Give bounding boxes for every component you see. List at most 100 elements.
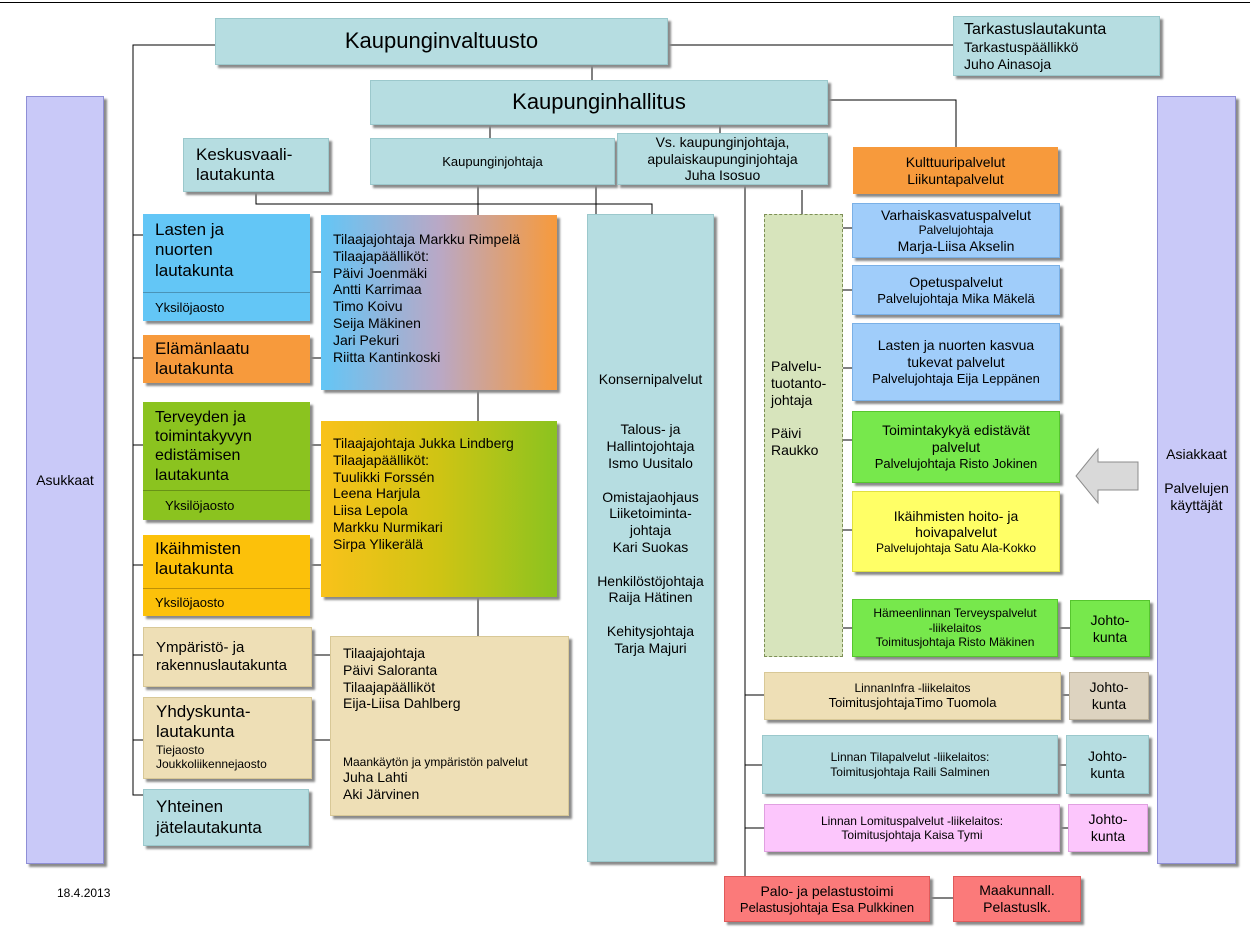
board-label-4: Johto- kunta <box>1068 804 1148 852</box>
production-line-6: Raukko <box>771 441 819 458</box>
health-sub-label: Yksilöjaosto <box>165 498 235 513</box>
connector-election <box>255 192 653 214</box>
s4-line-2: palvelut <box>931 439 981 456</box>
e2-line-1: LinnanInfra -liikelaitos <box>854 681 971 695</box>
s1-line-1: Varhaiskasvatuspalvelut <box>881 206 1031 223</box>
p2-line-4: Leena Harjula <box>333 485 421 502</box>
service-functional-capacity: Toimintakykyä edistävät palvelut Palvelu… <box>852 411 1060 483</box>
culture-line-1: Kulttuuripalvelut <box>905 153 1006 170</box>
audit-person: Juho Ainasoja <box>964 55 1052 72</box>
connector-board-culture <box>828 99 957 147</box>
group-line-14: Raija Hätinen <box>608 589 693 606</box>
deputy-line-3: Juha Isosuo <box>684 167 761 184</box>
e3-line-2: Toimitusjohtaja Raili Salminen <box>830 764 990 779</box>
p3b-line-1: Maankäytön ja ympäristön palvelut <box>343 755 528 769</box>
group-line-12 <box>649 556 653 573</box>
board4-line-1: Johto- <box>1088 811 1128 828</box>
service-child-growth: Lasten ja nuorten kasvua tukevat palvelu… <box>852 323 1060 401</box>
community-line-1: Yhdyskunta- <box>156 702 251 721</box>
group-line-8: Omistajaohjaus <box>602 488 699 505</box>
p1-line-5: Timo Koivu <box>333 298 403 315</box>
board2-line-2: kunta <box>1091 696 1127 712</box>
board1-line-2: kunta <box>1092 628 1128 645</box>
board1-line-1: Johto- <box>1090 611 1130 628</box>
board2-line-1: Johto- <box>1089 679 1129 696</box>
election-line-2: lautakunta <box>196 165 275 184</box>
community-line-2: lautakunta <box>156 722 235 742</box>
e2-line-2: ToimitusjohtajaTimo Tuomola <box>828 695 997 711</box>
enterprise-facilities: Linnan Tilapalvelut -liikelaitos: Toimit… <box>762 735 1058 794</box>
culture-box: Kulttuuripalvelut Liikuntapalvelut <box>853 147 1058 194</box>
production-line-3: johtaja <box>771 391 813 408</box>
group-services-box: Konsernipalvelut Talous- ja Hallintojoht… <box>587 214 714 862</box>
rescue-line-1: Palo- ja pelastustoimi <box>760 882 894 899</box>
p2-line-7: Sirpa Ylikerälä <box>333 535 424 552</box>
production-line-4 <box>771 408 775 425</box>
mayor-box: Kaupunginjohtaja <box>370 138 615 185</box>
p3b-line-3: Aki Järvinen <box>343 786 420 803</box>
s2-line-2: Palvelujohtaja Mika Mäkelä <box>877 290 1035 306</box>
elderly-sub-label: Yksilöjaosto <box>155 595 225 610</box>
board-label-2: Johto- kunta <box>1069 672 1149 720</box>
production-line-5: Päivi <box>771 425 802 442</box>
s5-line-1: Ikäihmisten hoito- ja <box>893 507 1019 524</box>
group-line-5: Hallintojohtaja <box>606 438 695 455</box>
production-line-2: tuotanto- <box>771 374 827 391</box>
p2-line-2: Tilaajapäälliköt: <box>333 451 429 468</box>
rescue-line-2: Pelastusjohtaja Esa Pulkkinen <box>739 899 915 915</box>
p1-line-2: Tilaajapäälliköt: <box>333 247 429 264</box>
children-subcommittee: Yksilöjaosto <box>143 292 310 321</box>
p2-line-6: Markku Nurmikari <box>333 518 443 535</box>
health-line-3: edistämisen <box>155 447 241 465</box>
health-committee-box: Terveyden ja toimintakyvyn edistämisen l… <box>143 402 310 520</box>
council-label: Kaupunginvaltuusto <box>344 28 539 54</box>
board-label-1: Johto- kunta <box>1070 600 1150 657</box>
p1-line-1: Tilaajajohtaja Markku Rimpelä <box>333 231 521 247</box>
children-line-1: Lasten ja <box>155 220 224 239</box>
election-line-1: Keskusvaali- <box>196 144 293 164</box>
deputy-mayor-box: Vs. kaupunginjohtaja, apulaiskaupunginjo… <box>617 133 828 185</box>
residents-label: Asukkaat <box>36 471 94 488</box>
group-line-4: Talous- ja <box>620 421 681 438</box>
audit-box: Tarkastuslautakunta Tarkastuspäällikkö J… <box>953 16 1160 76</box>
connector-council-left <box>132 44 215 796</box>
p3b-line-2: Juha Lahti <box>343 769 408 786</box>
environment-committee-box: Ympäristö- ja rakennuslautakunta <box>143 627 312 687</box>
board3-line-2: kunta <box>1090 764 1125 781</box>
audit-title: Tarkastuslautakunta <box>964 20 1107 38</box>
p2-line-1: Tilaajajohtaja Jukka Lindberg <box>333 435 514 451</box>
e1-line-2: -liikelaitos <box>928 620 982 635</box>
s2-line-1: Opetuspalvelut <box>909 273 1003 290</box>
regional-rescue-box: Maakunnall. Pelastuslk. <box>953 876 1081 922</box>
board-label-3: Johto- kunta <box>1066 735 1149 794</box>
p1-line-8: Riitta Kantinkoski <box>333 348 441 365</box>
children-line-2: nuorten <box>155 240 213 260</box>
elderly-line-2: lautakunta <box>155 559 234 579</box>
service-elderly-care: Ikäihmisten hoito- ja hoivapalvelut Palv… <box>852 491 1060 572</box>
quality-line-1: Elämänlaatu <box>155 338 250 358</box>
health-line-2: toimintakyvyn <box>155 428 252 446</box>
environment-line-1: Ympäristö- ja <box>156 639 245 656</box>
p1-line-4: Antti Karrimaa <box>333 281 422 298</box>
purchaser-box-2: Tilaajajohtaja Jukka Lindberg Tilaajapää… <box>321 421 557 597</box>
rescue-services-box: Palo- ja pelastustoimi Pelastusjohtaja E… <box>724 876 930 922</box>
environment-line-2: rakennuslautakunta <box>156 657 287 674</box>
s3-line-3: Palvelujohtaja Eija Leppänen <box>872 371 1040 386</box>
deputy-line-1: Vs. kaupunginjohtaja, <box>655 133 790 150</box>
board-box: Kaupunginhallitus <box>370 80 828 125</box>
p1-line-7: Jari Pekuri <box>333 331 400 348</box>
p1-line-6: Seija Mäkinen <box>333 314 421 331</box>
community-committee-box: Yhdyskunta- lautakunta Tiejaosto Joukkol… <box>143 697 312 779</box>
waste-line-2: jätelautakunta <box>156 817 262 837</box>
community-sub-2: Joukkoliikennejaosto <box>156 757 267 772</box>
board-label: Kaupunginhallitus <box>512 89 686 115</box>
e4-line-1: Linnan Lomituspalvelut -liikelaitos: <box>820 813 1004 828</box>
enterprise-infra: LinnanInfra -liikelaitos Toimitusjohtaja… <box>764 672 1061 720</box>
customers-line-4: käyttäjät <box>1170 496 1223 513</box>
s1-line-3: Marja-Liisa Akselin <box>897 237 1015 254</box>
e3-line-1: Linnan Tilapalvelut -liikelaitos: <box>830 750 990 765</box>
p1-line-3: Päivi Joenmäki <box>333 264 428 281</box>
residents-box: Asukkaat <box>26 96 104 864</box>
waste-committee-box: Yhteinen jätelautakunta <box>143 789 309 846</box>
